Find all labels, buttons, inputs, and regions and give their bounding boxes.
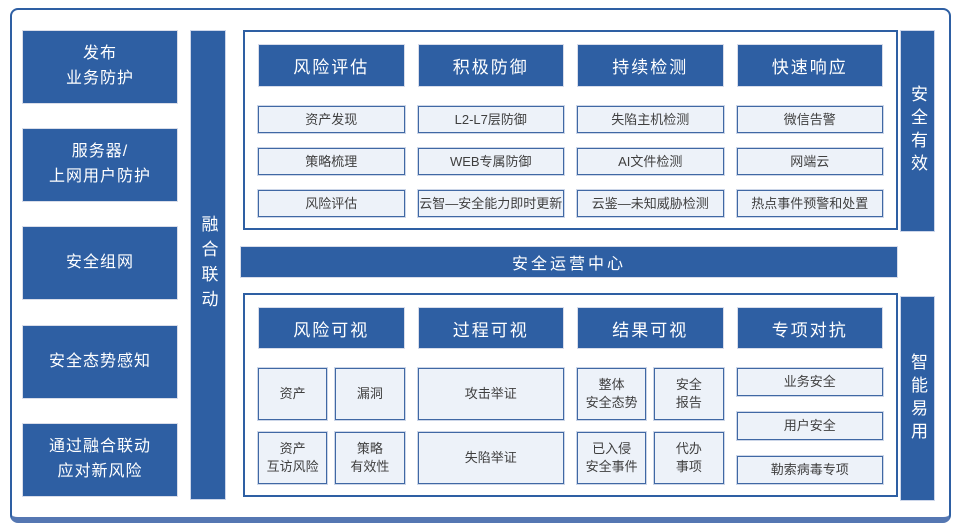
- column-special-countermeasures: 专项对抗 业务安全 用户安全 勒索病毒专项: [736, 307, 883, 496]
- column-header: 积极防御: [417, 44, 564, 87]
- bottom-panel-item: 策略 有效性: [335, 432, 405, 484]
- column-continuous-detection: 持续检测 失陷主机检测 AI文件检测 云鉴—未知威胁检测: [577, 44, 724, 232]
- top-panel: 风险评估 资产发现 策略梳理 风险评估 积极防御 L2-L7层防御 WEB专属防…: [243, 30, 898, 230]
- bottom-panel-item: 失陷举证: [417, 432, 564, 484]
- top-panel-item: 网端云: [736, 148, 883, 175]
- column-rapid-response: 快速响应 微信告警 网端云 热点事件预警和处置: [736, 44, 883, 232]
- fusion-linkage-bar: 融合联动: [190, 30, 226, 500]
- top-panel-item: 失陷主机检测: [577, 106, 724, 133]
- column-header: 过程可视: [417, 307, 564, 349]
- top-panel-item: 风险评估: [258, 190, 405, 217]
- security-effective-bar: 安全有效: [900, 30, 935, 232]
- item-row: 资产 互访风险 策略 有效性: [258, 432, 405, 484]
- left-box-security-situation-awareness: 安全态势感知: [22, 325, 178, 399]
- security-operations-center-bar: 安全运营中心: [240, 246, 898, 278]
- bottom-panel-item: 资产: [258, 368, 328, 420]
- bottom-panel-item: 漏洞: [335, 368, 405, 420]
- top-panel-item: 微信告警: [736, 106, 883, 133]
- top-panel-item: L2-L7层防御: [417, 106, 564, 133]
- bottom-panel-item: 攻击举证: [417, 368, 564, 420]
- item-row: 已入侵 安全事件 代办 事项: [577, 432, 724, 484]
- column-process-visibility: 过程可视 攻击举证 失陷举证: [417, 307, 564, 496]
- top-panel-item: 云智—安全能力即时更新: [417, 190, 564, 217]
- top-panel-item: 资产发现: [258, 106, 405, 133]
- bottom-panel-item: 业务安全: [736, 368, 883, 396]
- column-active-defense: 积极防御 L2-L7层防御 WEB专属防御 云智—安全能力即时更新: [417, 44, 564, 232]
- bottom-panel: 风险可视 资产 漏洞 资产 互访风险 策略 有效性 过程可视 攻击举证 失陷举证…: [243, 293, 898, 497]
- item-row: 整体 安全态势 安全 报告: [577, 368, 724, 420]
- diagram-border: [10, 8, 951, 523]
- item-stack: 业务安全 用户安全 勒索病毒专项: [736, 368, 883, 484]
- intelligent-easy-use-bar: 智能易用: [900, 296, 935, 501]
- bottom-panel-item: 已入侵 安全事件: [577, 432, 647, 484]
- top-panel-item: WEB专属防御: [417, 148, 564, 175]
- bottom-panel-item: 用户安全: [736, 412, 883, 440]
- bottom-panel-item: 安全 报告: [654, 368, 724, 420]
- bottom-panel-item: 整体 安全态势: [577, 368, 647, 420]
- left-box-respond-new-risks: 通过融合联动 应对新风险: [22, 423, 178, 497]
- column-header: 快速响应: [736, 44, 883, 87]
- bottom-panel-item: 代办 事项: [654, 432, 724, 484]
- column-header: 风险评估: [258, 44, 405, 87]
- left-box-secure-networking: 安全组网: [22, 226, 178, 300]
- top-panel-item: 热点事件预警和处置: [736, 190, 883, 217]
- column-header: 持续检测: [577, 44, 724, 87]
- column-header: 专项对抗: [736, 307, 883, 349]
- top-panel-item: 云鉴—未知威胁检测: [577, 190, 724, 217]
- top-panel-item: 策略梳理: [258, 148, 405, 175]
- column-header: 风险可视: [258, 307, 405, 349]
- column-result-visibility: 结果可视 整体 安全态势 安全 报告 已入侵 安全事件 代办 事项: [577, 307, 724, 496]
- top-panel-item: AI文件检测: [577, 148, 724, 175]
- column-header: 结果可视: [577, 307, 724, 349]
- item-row: 资产 漏洞: [258, 368, 405, 420]
- bottom-panel-item: 勒索病毒专项: [736, 456, 883, 484]
- left-box-publish-business-protection: 发布 业务防护: [22, 30, 178, 104]
- bottom-panel-item: 资产 互访风险: [258, 432, 328, 484]
- left-box-server-internet-user-protection: 服务器/ 上网用户防护: [22, 128, 178, 202]
- column-risk-assessment: 风险评估 资产发现 策略梳理 风险评估: [258, 44, 405, 232]
- column-risk-visibility: 风险可视 资产 漏洞 资产 互访风险 策略 有效性: [258, 307, 405, 496]
